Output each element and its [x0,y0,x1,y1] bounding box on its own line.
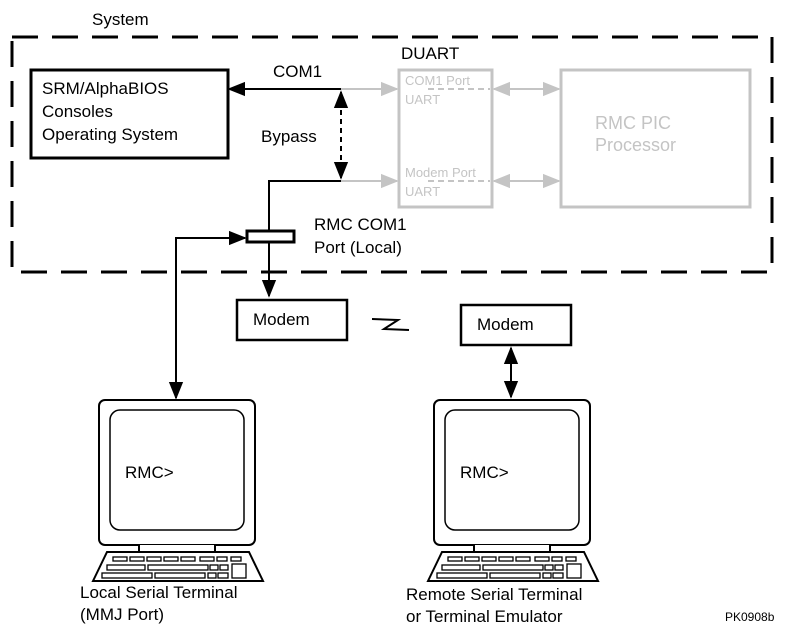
rmc-com1-port-line-1: RMC COM1 [314,215,407,234]
rmc-pic-box [559,68,752,209]
duart-modem-port-line-1: Modem Port [405,165,476,180]
remote-terminal-caption-line-2: or Terminal Emulator [406,607,563,626]
console-line-3: Operating System [42,125,179,144]
modem-remote-box [459,303,573,347]
local-terminal-caption-line-1: Local Serial Terminal [80,583,238,602]
duart-box [397,68,494,209]
local-terminal-graphic [92,399,264,582]
duart-modem-port-line-2: UART [405,184,441,199]
bypass-label: Bypass [261,127,317,146]
duart-label: DUART [401,44,460,63]
modem-remote-label: Modem [477,315,534,334]
local-terminal-caption-line-2: (MMJ Port) [80,605,165,624]
remote-terminal-caption-line-1: Remote Serial Terminal [406,585,583,604]
rmc-com1-connector [245,229,296,244]
rmc-pic-line-1: RMC PIC [595,113,671,133]
local-terminal-prompt: RMC> [125,463,174,482]
remote-terminal-prompt: RMC> [460,463,509,482]
system-label: System [92,10,149,29]
modem-local-label: Modem [253,310,310,329]
modem-link-zigzag [371,318,410,331]
duart-com1-port-line-1: COM1 Port [405,73,471,88]
modem-local-box [235,298,349,342]
duart-com1-port-line-2: UART [405,92,441,107]
com1-label: COM1 [273,62,323,81]
console-line-2: Consoles [42,102,113,121]
console-line-1: SRM/AlphaBIOS [42,79,169,98]
remote-terminal-graphic [427,399,599,582]
rmc-com1-port-line-2: Port (Local) [314,238,402,257]
console-box [29,68,230,160]
system-boundary [10,35,774,274]
figure-id: PK0908b [725,610,775,624]
rmc-pic-line-2: Processor [595,135,677,155]
